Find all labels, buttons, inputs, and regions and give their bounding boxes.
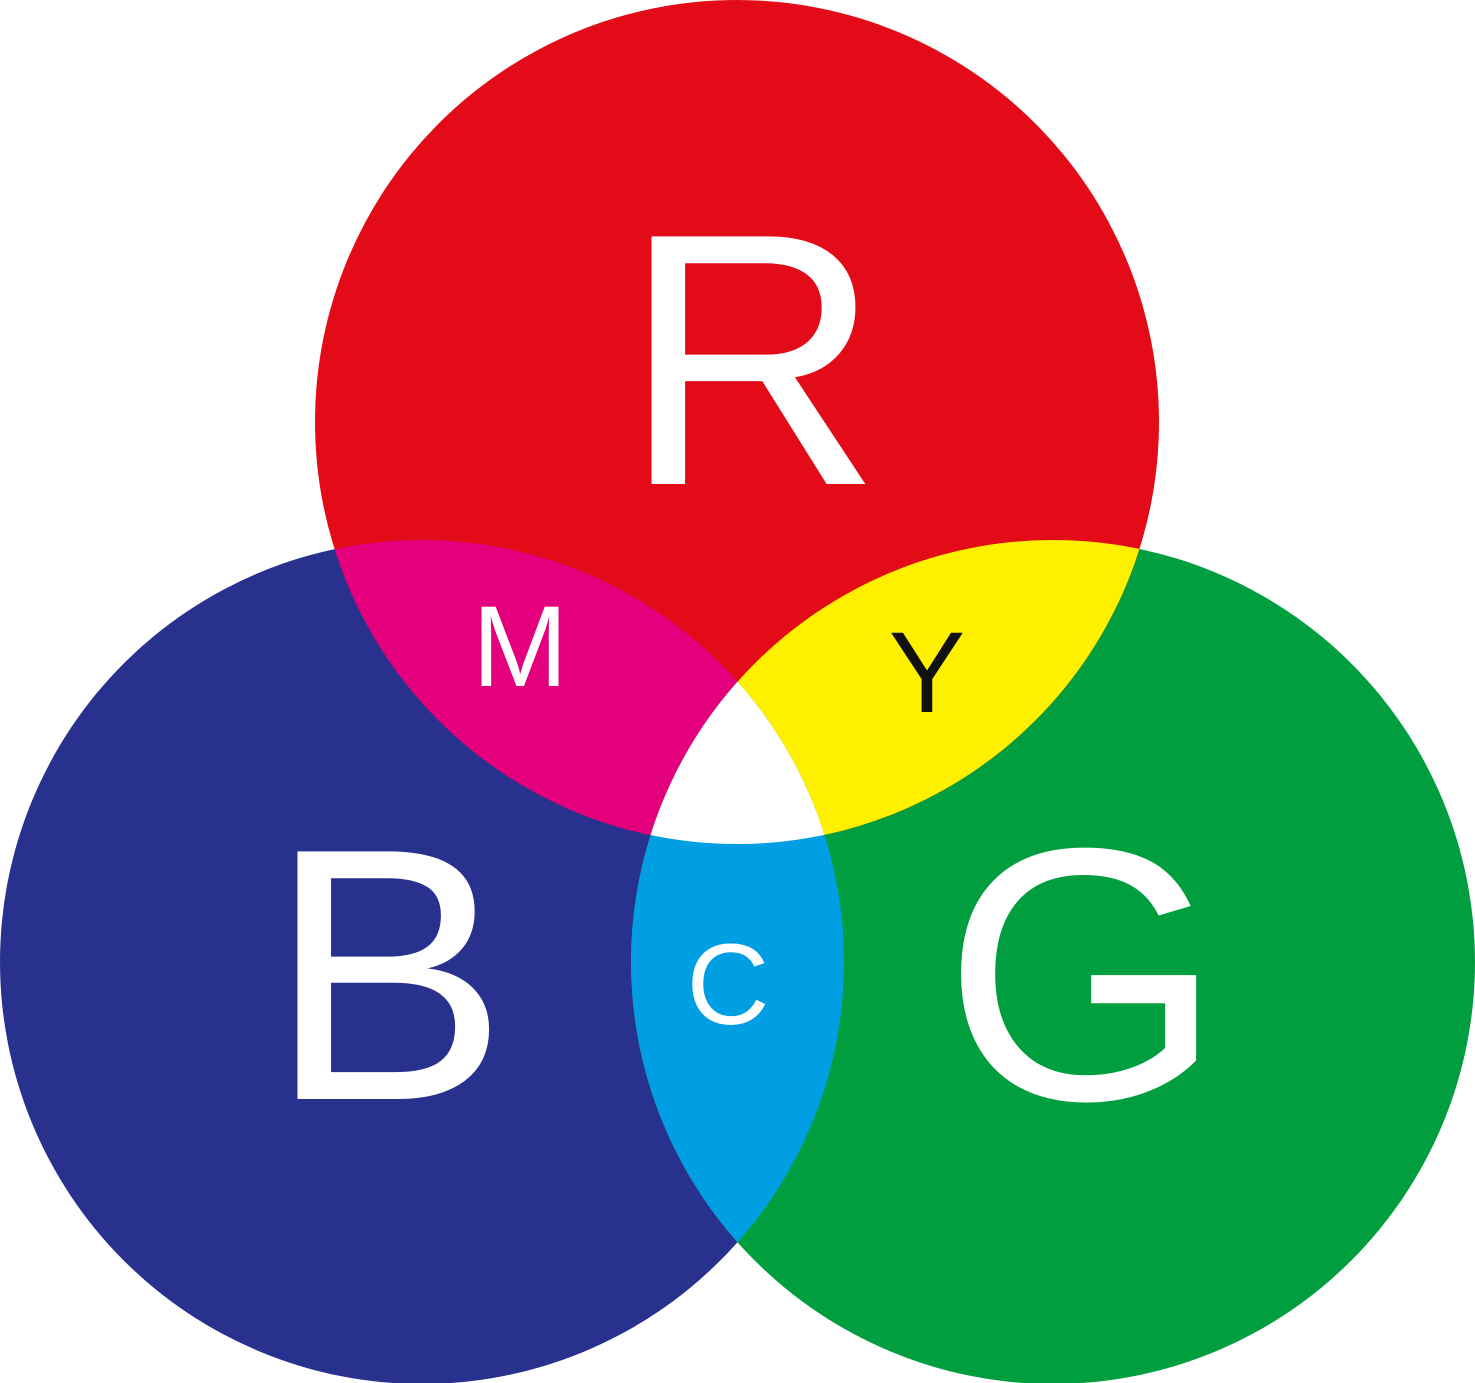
red-label: R [622, 159, 882, 561]
yellow-label: Y [889, 609, 966, 737]
magenta-overlap [315, 540, 844, 844]
magenta-label: M [472, 583, 568, 711]
yellow-overlap [631, 540, 1159, 844]
cyan-label: C [686, 921, 769, 1049]
blue-label: B [268, 774, 508, 1176]
green-label: G [943, 774, 1223, 1176]
